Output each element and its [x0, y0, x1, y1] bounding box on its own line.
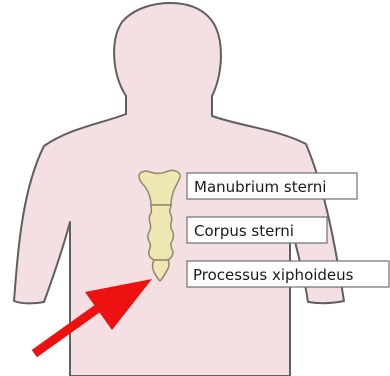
label-corpus: Corpus sterni	[187, 217, 327, 243]
corpus-bone	[148, 205, 173, 260]
label-xiphoid: Processus xiphoideus	[187, 261, 389, 287]
label-manubrium-text: Manubrium sterni	[194, 178, 326, 196]
label-xiphoid-text: Processus xiphoideus	[193, 266, 354, 284]
label-corpus-text: Corpus sterni	[194, 222, 294, 240]
label-manubrium: Manubrium sterni	[187, 173, 357, 199]
